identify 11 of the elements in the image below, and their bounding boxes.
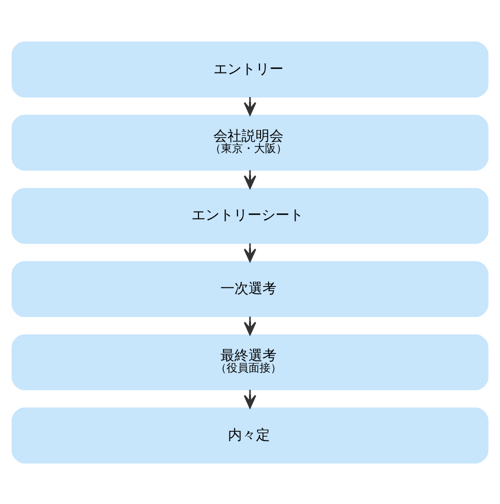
node-box: 会社説明会 （東京・大阪）	[12, 114, 488, 170]
arrow	[244, 170, 256, 188]
arrow	[244, 389, 256, 408]
arrow	[244, 96, 256, 116]
node-box: エントリー	[12, 41, 488, 97]
arrow	[244, 242, 256, 262]
node-box: 一次選考	[12, 260, 488, 317]
node-box: 最終選考 （役員面接）	[12, 334, 488, 390]
node-box: エントリーシート	[12, 187, 488, 244]
arrow	[244, 316, 256, 335]
node-box: 内々定	[12, 407, 488, 463]
